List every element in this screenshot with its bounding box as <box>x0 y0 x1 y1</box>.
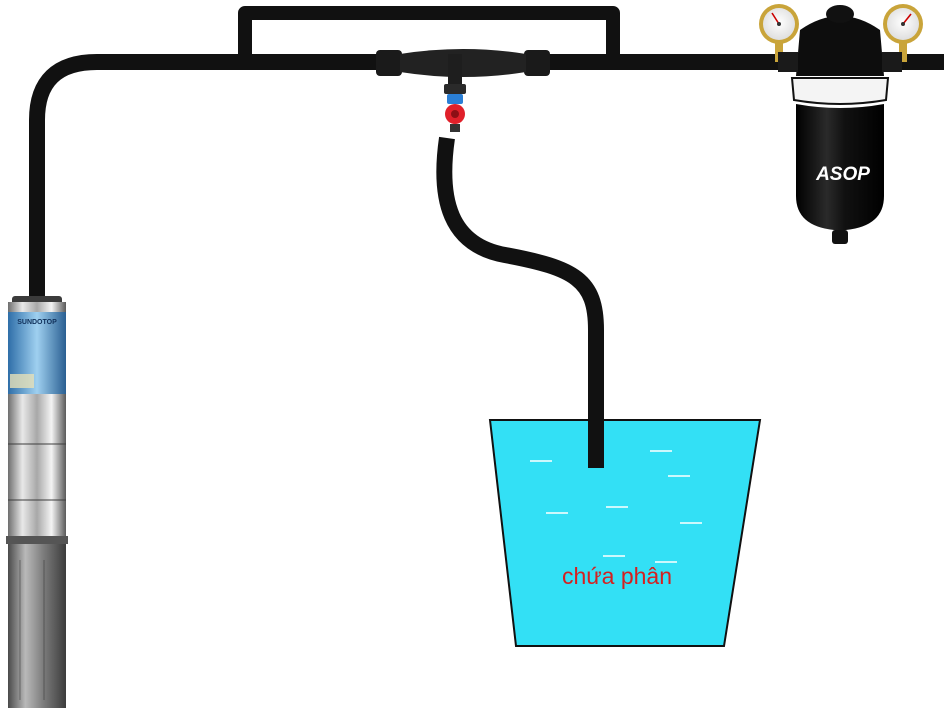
tank-label: chứa phân <box>562 563 672 589</box>
bypass-pipe <box>238 6 620 58</box>
tank-body <box>488 419 762 647</box>
submersible-pump: SUNDOTOP <box>6 296 68 708</box>
filter-brand-logo: ASOP <box>815 164 870 185</box>
hose-end <box>588 420 604 468</box>
venturi-injector <box>376 49 550 94</box>
water-ripples <box>530 450 702 563</box>
disc-filter: ASOP <box>759 4 923 244</box>
main-pipe <box>29 54 944 300</box>
fertilizer-tank: chứa phân <box>488 419 762 647</box>
pressure-gauge-outlet <box>883 4 923 44</box>
suction-hose <box>436 136 604 468</box>
pump-brand-label: SUNDOTOP <box>17 319 57 326</box>
suction-valve <box>445 94 465 132</box>
pressure-gauge-inlet <box>759 4 799 44</box>
